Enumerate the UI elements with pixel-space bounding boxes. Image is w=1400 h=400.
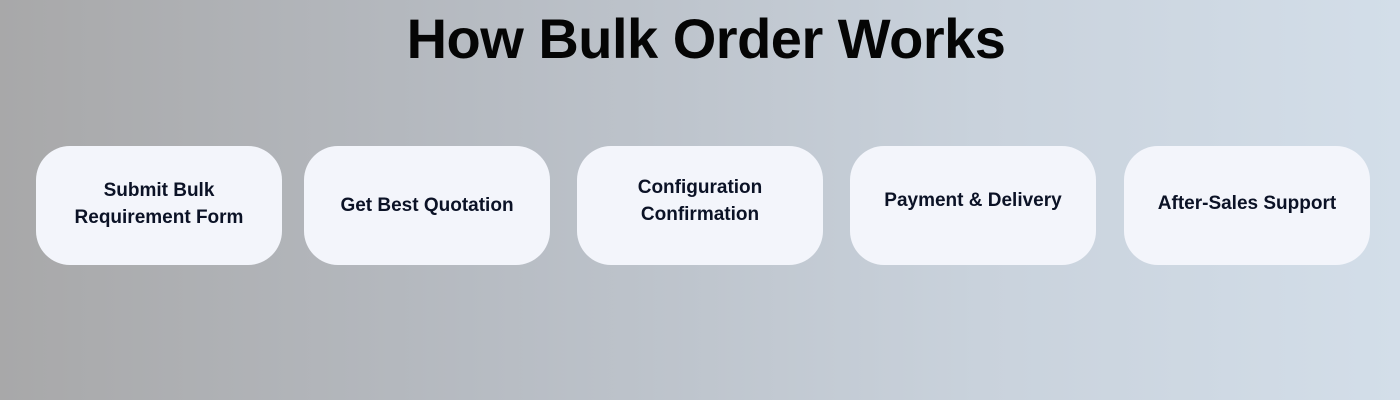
step-label: Payment & Delivery: [884, 190, 1062, 211]
step-label: Requirement Form: [74, 206, 244, 228]
step-card-payment: Payment & Delivery: [850, 146, 1096, 265]
step-label: Configuration: [637, 176, 763, 198]
step-label: Confirmation: [640, 203, 760, 225]
step-card-after-sales: After-Sales Support: [1124, 146, 1370, 265]
step-card-quotation: Get Best Quotation: [304, 146, 550, 265]
step-label: After-Sales Support: [1157, 193, 1337, 214]
step-label: Get Best Quotation: [340, 195, 514, 216]
step-label: Submit Bulk: [103, 179, 215, 201]
page-title: How Bulk Order Works: [406, 7, 1006, 70]
